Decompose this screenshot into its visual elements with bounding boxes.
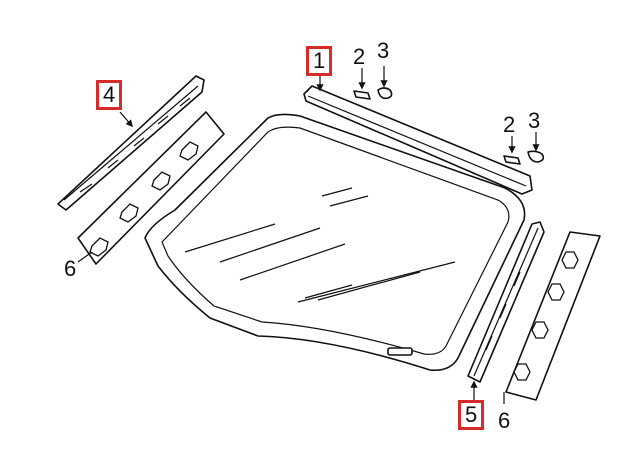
label-part-3-lower: 3 [528,108,541,133]
clip-part-3-lower [527,150,545,163]
left-clip-strip [77,111,225,265]
clip-part-3-upper [377,87,393,100]
clip-part-2-lower [503,155,521,165]
label-part-6-left: 6 [64,256,77,281]
label-part-4: 4 [96,80,123,110]
label-part-1: 1 [306,46,333,76]
label-part-2-lower: 2 [503,112,516,137]
clip-part-2-upper [353,90,371,100]
label-part-2-upper: 2 [353,44,366,69]
right-molding [467,221,545,383]
windshield-glass [144,113,526,372]
label-part-6-right: 6 [498,408,511,433]
top-molding [303,85,533,195]
label-part-3-upper: 3 [377,38,390,63]
right-clip-strip [505,231,601,401]
left-molding [57,75,205,211]
label-part-5: 5 [458,400,485,430]
